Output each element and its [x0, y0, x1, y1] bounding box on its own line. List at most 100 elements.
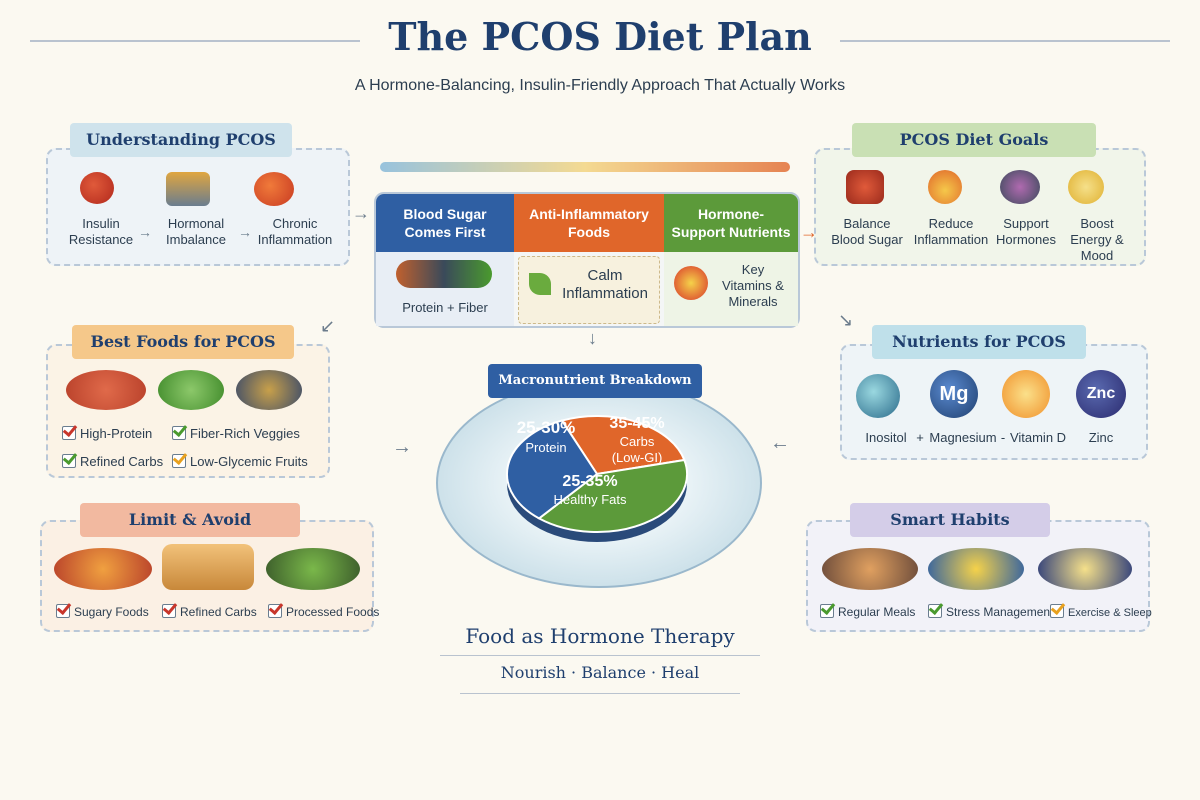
- exercise-icon: [1038, 548, 1132, 590]
- understanding-panel: [46, 148, 350, 266]
- goals-label-4: Boost Energy & Mood: [1070, 216, 1124, 263]
- arrow-icon: ↓: [588, 328, 597, 348]
- salad-icon: [928, 548, 1024, 590]
- footer-title: Food as Hormone Therapy: [465, 624, 735, 648]
- nutrient-label-3: Vitamin D: [1009, 430, 1067, 445]
- gradient-bar: [380, 162, 790, 172]
- nutrient-label-1: Inositol: [865, 430, 907, 445]
- tab-anti-inflammatory: Anti-Inflammatory Foods: [514, 194, 664, 252]
- nutrient-label-2: Magnesium: [929, 430, 997, 445]
- best-food-item-4: Low-Glycemic Fruits: [172, 454, 308, 469]
- calm-inflammation-label: Calm Inflammation: [562, 267, 648, 302]
- best-food-item-1: High-Protein: [62, 426, 152, 441]
- meal-icon: [822, 548, 918, 590]
- strategy-block: Blood Sugar Comes First Anti-Inflammator…: [374, 192, 800, 328]
- protein-icon: [396, 260, 492, 288]
- arrow-icon: ↙: [320, 316, 336, 336]
- nutrient-sep-2: -: [1000, 430, 1006, 445]
- berries-avocado-icon: [236, 370, 302, 410]
- flame-icon: [928, 170, 962, 204]
- pie-slice-2: [506, 419, 599, 520]
- check-icon: [172, 454, 186, 468]
- page-subtitle: A Hormone-Balancing, Insulin-Friendly Ap…: [354, 77, 846, 94]
- slice-carbs-name: Carbs (Low-GI): [611, 434, 663, 465]
- nutrient-label-4: Zinc: [1088, 430, 1114, 445]
- best-food-item-3: Refined Carbs: [62, 454, 163, 469]
- check-icon: [820, 604, 834, 618]
- best-foods-panel: [46, 344, 330, 478]
- limit-item-2: Refined Carbs: [162, 604, 257, 619]
- macro-pie: [506, 415, 688, 542]
- page-title: The PCOS Diet Plan: [388, 14, 812, 59]
- limit-item-1: Sugary Foods: [56, 604, 149, 619]
- footer-rule: [460, 693, 740, 694]
- inositol-icon: [856, 374, 900, 418]
- protein-fiber-label: Protein + Fiber: [402, 300, 488, 315]
- macro-banner: Macronutrient Breakdown: [488, 364, 702, 398]
- arrow-icon: →: [238, 224, 252, 240]
- key-vitamins-label: Key Vitamins & Minerals: [722, 262, 784, 309]
- nutrient-sep-1: +: [916, 430, 924, 445]
- footer-tagline: Nourish · Balance · Heal: [500, 663, 700, 682]
- title-rule-left: [30, 40, 360, 42]
- arrow-icon: ↘: [838, 310, 854, 330]
- limit-item-3: Processed Foods: [268, 604, 379, 619]
- arrow-icon: →: [352, 203, 370, 223]
- pie-slice-1: [537, 458, 688, 533]
- habits-banner: Smart Habits: [850, 503, 1050, 537]
- pie-slice-0: [560, 415, 686, 476]
- understanding-banner: Understanding PCOS: [70, 123, 292, 157]
- arrow-icon: ←: [770, 432, 790, 454]
- check-icon: [56, 604, 70, 618]
- scale-icon: [166, 172, 210, 206]
- slice-fats-range: 25-35%: [562, 473, 618, 490]
- goals-label-2: Reduce Inflammation: [913, 216, 989, 247]
- steak-icon: [66, 370, 146, 410]
- footer-rule: [440, 655, 760, 656]
- tab-hormone-support: Hormone- Support Nutrients: [664, 194, 798, 252]
- goals-label-3: Support Hormones: [996, 216, 1056, 247]
- slice-carbs-range: 35-45%: [609, 415, 665, 432]
- check-icon: [268, 604, 282, 618]
- arrow-icon: →: [800, 222, 818, 242]
- sugary-food-icon: [54, 548, 152, 590]
- best-foods-banner: Best Foods for PCOS: [72, 325, 294, 359]
- title-rule-right: [840, 40, 1170, 42]
- understanding-label-2: Hormonal Imbalance: [166, 216, 226, 247]
- habit-item-2: Stress Management: [928, 604, 1053, 619]
- limit-banner: Limit & Avoid: [80, 503, 300, 537]
- panel-key-vitamins: Key Vitamins & Minerals: [664, 252, 798, 326]
- goals-panel: [814, 148, 1146, 266]
- panel-protein-fiber: Protein + Fiber: [376, 252, 514, 326]
- goals-label-1: Balance Blood Sugar: [831, 216, 903, 247]
- lightbulb-icon: [1068, 170, 1104, 204]
- check-icon: [162, 604, 176, 618]
- check-icon: [172, 426, 186, 440]
- arrow-icon: →: [392, 436, 412, 458]
- nutrients-banner: Nutrients for PCOS: [872, 325, 1086, 359]
- understanding-label-1: Insulin Resistance: [68, 216, 134, 247]
- magnesium-icon: Mg: [930, 370, 978, 418]
- check-icon: [1050, 604, 1064, 618]
- heart-icon: [1000, 170, 1040, 204]
- fruit-icon: [254, 172, 294, 206]
- slice-protein-range: 25-30%: [516, 418, 576, 437]
- scale-icon: [846, 170, 884, 204]
- processed-food-icon: [266, 548, 360, 590]
- citrus-icon: [674, 266, 708, 300]
- goals-banner: PCOS Diet Goals: [852, 123, 1096, 157]
- tab-blood-sugar: Blood Sugar Comes First: [376, 194, 514, 252]
- best-food-item-2: Fiber-Rich Veggies: [172, 426, 300, 441]
- zinc-icon: Znc: [1076, 370, 1126, 418]
- slice-protein-name: Protein: [525, 440, 567, 455]
- habit-item-3: Exercise & Sleep: [1050, 604, 1152, 619]
- check-icon: [62, 426, 76, 440]
- slice-fats-name: Healthy Fats: [553, 492, 627, 507]
- check-icon: [928, 604, 942, 618]
- apple-icon: [80, 172, 114, 204]
- panel-calm-inflammation: Calm Inflammation: [518, 256, 660, 324]
- sun-icon: [1002, 370, 1050, 418]
- arrow-icon: →: [138, 224, 152, 240]
- broccoli-icon: [158, 370, 224, 410]
- check-icon: [62, 454, 76, 468]
